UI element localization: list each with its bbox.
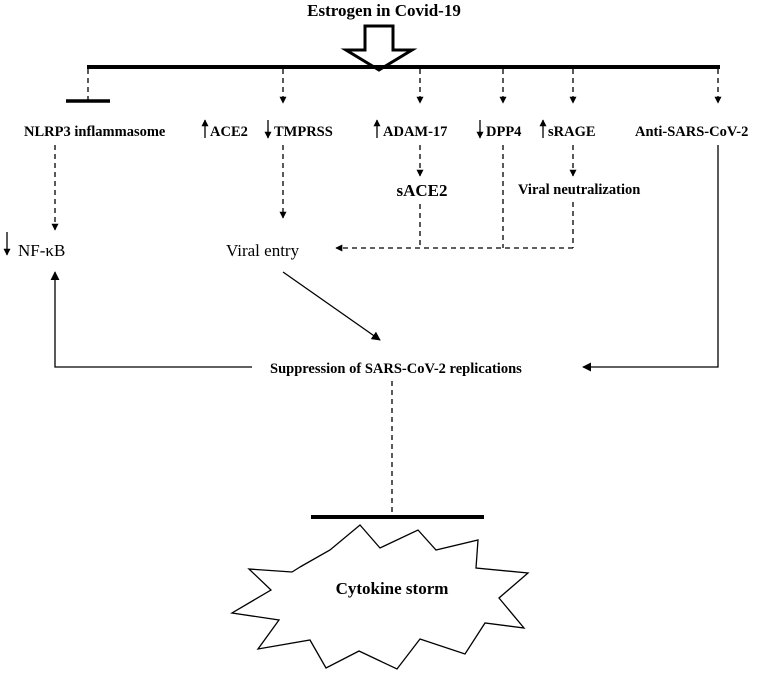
label-srage: sRAGE [548, 124, 596, 140]
arrow-anti-sars-suppression [582, 145, 719, 372]
cytokine-storm-burst [230, 524, 530, 670]
label-adam17: ADAM-17 [383, 124, 447, 140]
label-cytokine-storm: Cytokine storm [336, 579, 449, 598]
label-sace2: sACE2 [396, 181, 447, 200]
label-nlrp3: NLRP3 inflammasome [24, 124, 166, 140]
label-viral-neutralization: Viral neutralization [518, 182, 640, 198]
label-viral-entry: Viral entry [226, 241, 300, 260]
label-tmprss: TMPRSS [274, 124, 333, 140]
label-dpp4: DPP4 [486, 124, 521, 140]
diagram-title: Estrogen in Covid-19 [307, 1, 461, 20]
arrow-viral-entry-suppression [282, 271, 381, 341]
label-anti-sars: Anti-SARS-CoV-2 [635, 124, 748, 140]
label-suppression: Suppression of SARS-CoV-2 replications [270, 361, 522, 377]
label-ace2: ACE2 [210, 124, 248, 140]
arrow-suppression-nfkb [50, 271, 252, 368]
hollow-down-arrow [340, 24, 418, 72]
label-nfkb: NF-κB [18, 241, 65, 260]
